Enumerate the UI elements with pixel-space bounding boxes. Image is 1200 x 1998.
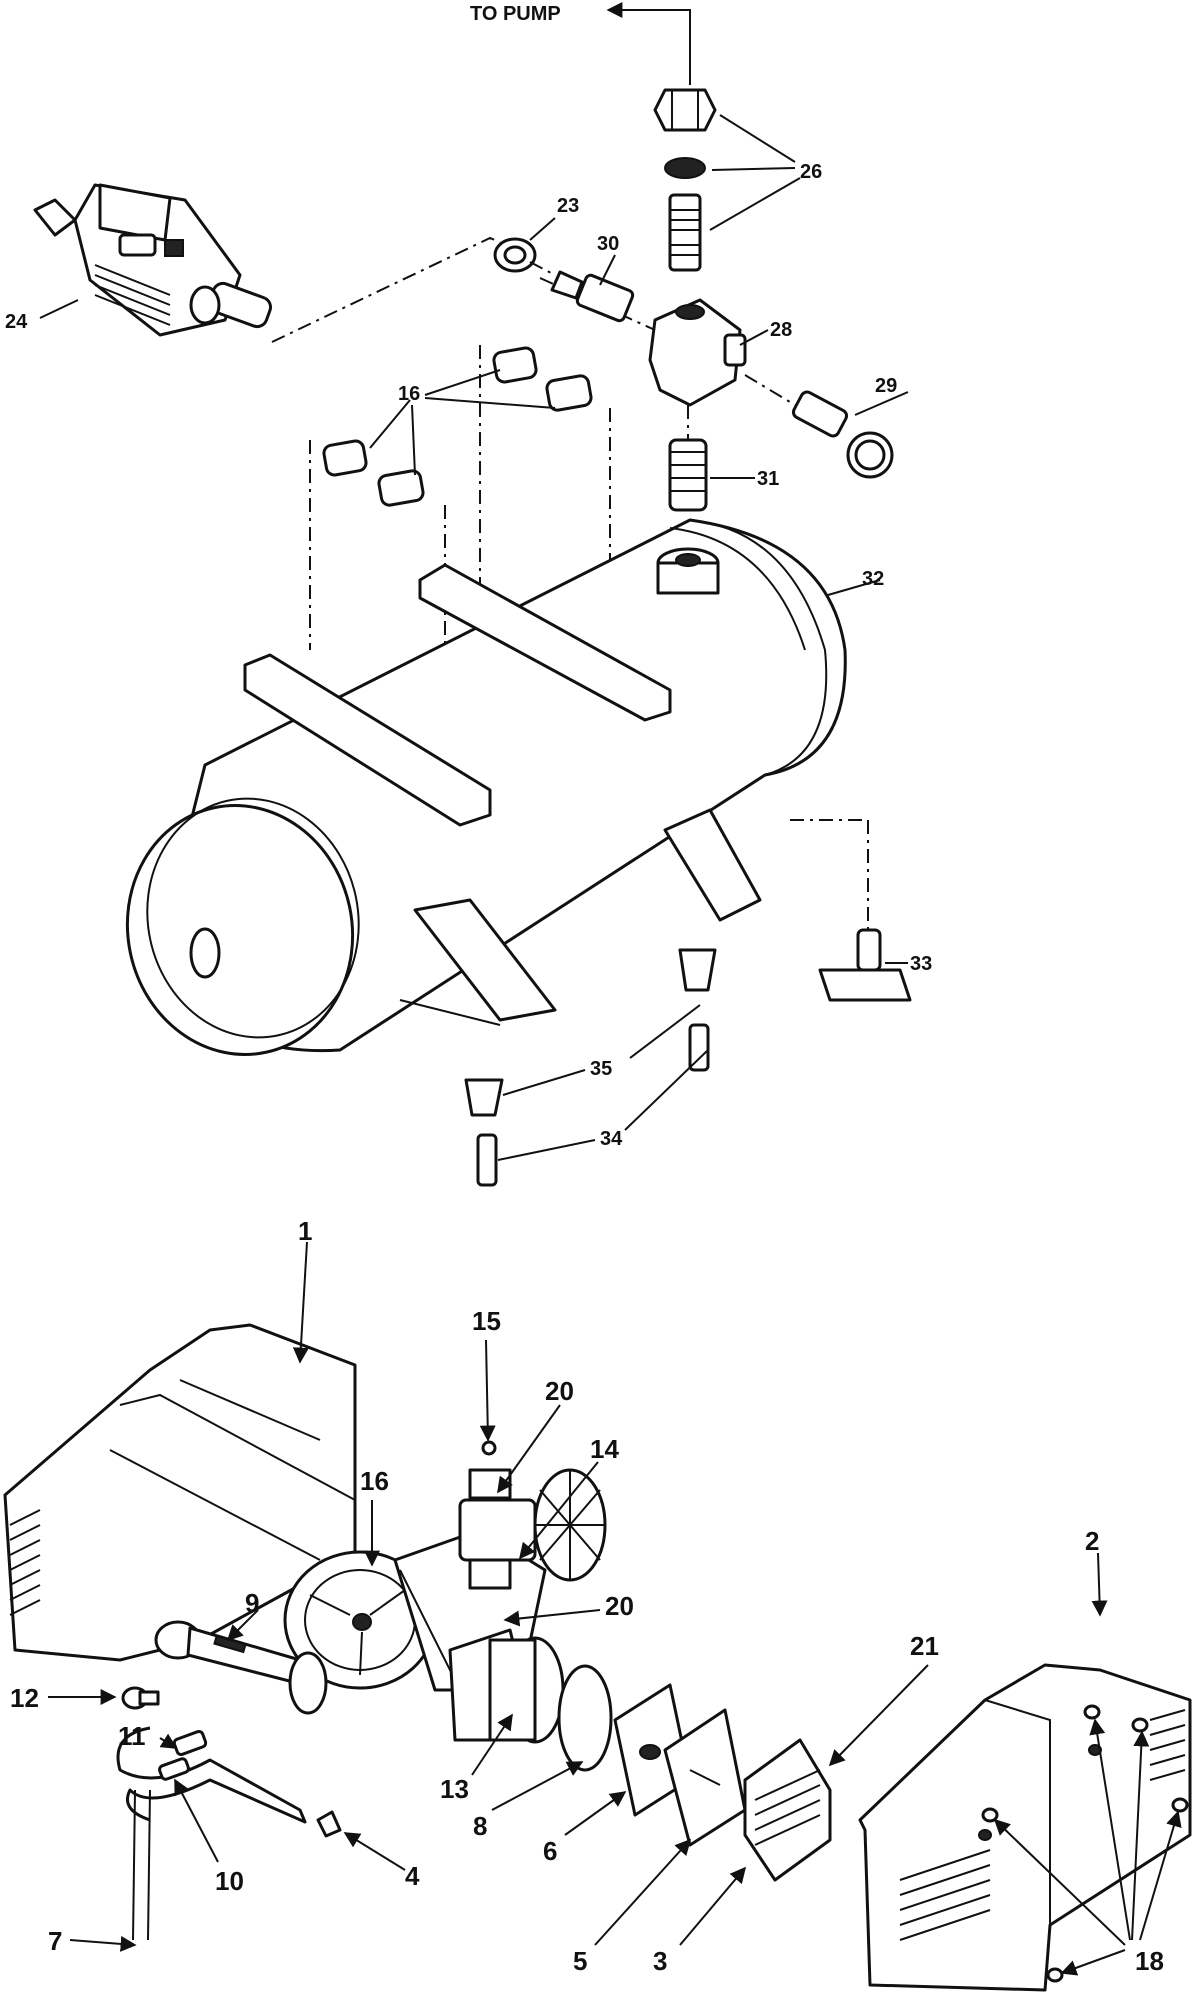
part-2-right-shroud	[858, 1663, 1192, 1992]
callout-20a: 20	[545, 1376, 574, 1406]
callout-23: 23	[557, 195, 579, 217]
callout-21: 21	[910, 1631, 939, 1661]
callout-8: 8	[473, 1811, 487, 1841]
callout-16a: 16	[398, 383, 420, 405]
callout-18: 18	[1135, 1946, 1164, 1976]
callout-35: 35	[590, 1058, 612, 1080]
to-pump-line	[606, 2, 691, 85]
part-28-cross-fitting	[648, 298, 747, 407]
part-30-valve	[539, 270, 656, 331]
callout-13: 13	[440, 1774, 469, 1804]
callout-30: 30	[597, 233, 619, 255]
to-pump-label: TO PUMP	[470, 3, 561, 25]
callout-20b: 20	[605, 1591, 634, 1621]
part-23-clamp	[493, 237, 556, 276]
part-24-gauge	[33, 183, 273, 337]
part-7-tube	[116, 1726, 307, 1941]
callout-28: 28	[770, 319, 792, 341]
callout-1: 1	[298, 1216, 312, 1246]
callout-2: 2	[1085, 1526, 1099, 1556]
part-34-bolts	[476, 1023, 710, 1187]
part-11-fitting	[172, 1729, 208, 1757]
callout-31: 31	[757, 468, 779, 490]
part-16-rubber-pads	[309, 345, 611, 800]
callout-7: 7	[48, 1926, 62, 1956]
part-8-o-ring	[557, 1664, 613, 1772]
callout-34: 34	[600, 1128, 623, 1150]
part-10-fitting	[158, 1757, 190, 1781]
part-1-left-shroud	[3, 1323, 357, 1662]
tank-assembly: TO PUMP 26 28	[5, 2, 932, 1187]
part-31-spring-fitting	[668, 405, 708, 512]
pump-assembly: 1 16 14 15 20 20	[3, 1216, 1192, 1992]
callout-5: 5	[573, 1946, 587, 1976]
part-9-connecting-rod	[154, 1620, 328, 1715]
gauge-hose-line	[271, 236, 501, 343]
callout-14: 14	[590, 1434, 619, 1464]
part-3-cylinder-head	[743, 1738, 832, 1882]
callout-6: 6	[543, 1836, 557, 1866]
callout-3: 3	[653, 1946, 667, 1976]
callout-15: 15	[472, 1306, 501, 1336]
part-26-fittings	[653, 88, 717, 272]
part-32-tank	[125, 518, 847, 1056]
part-15-screw	[481, 1440, 497, 1456]
part-29-safety-valve	[744, 374, 894, 479]
callout-33: 33	[910, 953, 932, 975]
part-4-clip	[316, 1810, 342, 1838]
part-12-bolt	[121, 1686, 160, 1710]
callout-9: 9	[245, 1588, 259, 1618]
part-13-cylinder	[448, 1628, 565, 1744]
callout-11: 11	[118, 1721, 146, 1751]
callout-24: 24	[5, 311, 28, 333]
callout-32: 32	[862, 568, 884, 590]
callout-16b: 16	[360, 1466, 389, 1496]
callout-10: 10	[215, 1866, 244, 1896]
callout-12: 12	[10, 1683, 39, 1713]
callout-26: 26	[800, 161, 822, 183]
callout-29: 29	[875, 375, 897, 397]
tank-brackets	[243, 563, 762, 1026]
callout-4: 4	[405, 1861, 420, 1891]
part-35-rubber-feet	[464, 948, 717, 1117]
part-33-drain-valve	[790, 819, 912, 1002]
